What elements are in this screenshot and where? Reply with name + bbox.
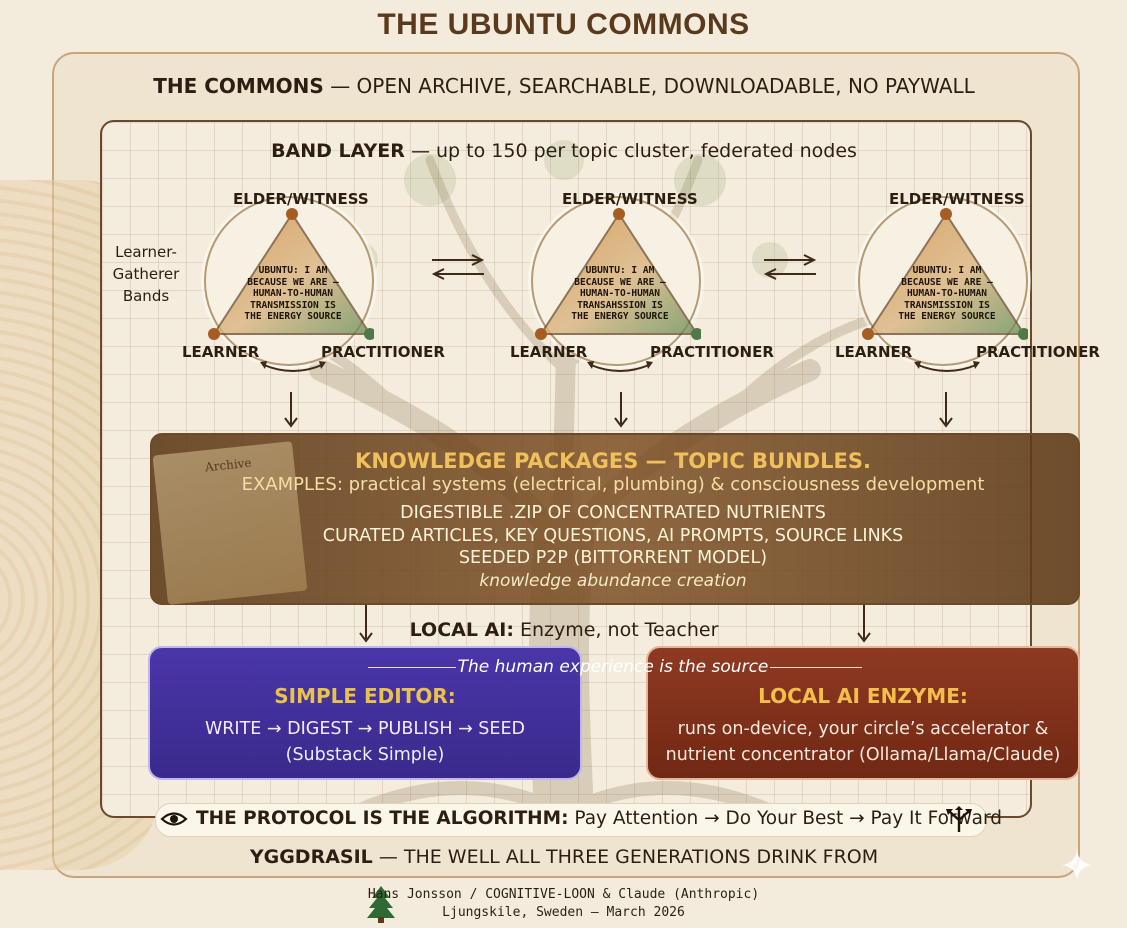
tagline-text: The human experience is the source: [457, 657, 769, 677]
yggdrasil-description: YGGDRASIL — THE WELL ALL THREE GENERATIO…: [52, 846, 1076, 868]
principle-line: TRANSMISSION IS: [904, 299, 990, 311]
examples-label: EXAMPLES:: [241, 474, 343, 495]
practitioner-label: PRACTITIONER: [321, 343, 445, 361]
credits-authors: Hans Jonsson / COGNITIVE-LOON & Claude (…: [367, 887, 760, 902]
knowledge-examples: EXAMPLES: practical systems (electrical,…: [150, 474, 1076, 495]
pine-tree-icon: [367, 886, 395, 923]
side-label-line: Bands: [122, 287, 170, 305]
protocol-text: THE PROTOCOL IS THE ALGORITHM: Pay Atten…: [196, 808, 1002, 829]
principle-line: HUMAN-TO-HUMAN: [579, 288, 661, 299]
principle-line: BECAUSE WE ARE –: [901, 276, 993, 288]
local-ai-description: LOCAL AI: Enzyme, not Teacher: [100, 619, 1028, 641]
learner-node: [862, 328, 874, 340]
principle-line: UBUNTU: I AM: [585, 265, 655, 276]
knowledge-line-curated: CURATED ARTICLES, KEY QUESTIONS, AI PROM…: [322, 526, 904, 546]
knowledge-line-seeded: SEEDED P2P (BITTORRENT MODEL): [458, 548, 768, 568]
band-layer-heading: BAND LAYER: [271, 140, 405, 162]
principle-line: HUMAN-TO-HUMAN: [906, 288, 988, 299]
credits-place-date: Ljungskile, Sweden — March 2026: [442, 905, 685, 920]
roles-triangle: [862, 208, 1028, 340]
ubuntu-principle-text: UBUNTU: I AM BECAUSE WE ARE – HUMAN-TO-H…: [233, 265, 353, 323]
down-arrow-icon: [284, 392, 298, 428]
roles-triangle: [208, 208, 374, 340]
learner-gatherer-label: Learner- Gatherer Bands: [106, 241, 186, 307]
principle-line: HUMAN-TO-HUMAN: [252, 288, 334, 299]
elder-node: [613, 208, 625, 220]
tagline-rule: [368, 667, 456, 668]
knowledge-packages-title: KNOWLEDGE PACKAGES — TOPIC BUNDLES.: [355, 449, 871, 473]
principle-line: THE ENERGY SOURCE: [571, 311, 669, 322]
principle-line: BECAUSE WE ARE –: [247, 276, 339, 288]
learner-label: LEARNER: [182, 343, 260, 361]
elder-node: [286, 208, 298, 220]
federation-arrows-icon: [763, 254, 817, 280]
local-ai-enzyme-title: LOCAL AI ENZYME:: [758, 684, 968, 708]
credits: Hans Jonsson / COGNITIVE-LOON & Claude (…: [0, 886, 1127, 922]
local-ai-heading: LOCAL AI:: [409, 619, 514, 641]
knowledge-line-abundance: knowledge abundance creation: [479, 571, 747, 591]
tagline: The human experience is the source: [150, 657, 1076, 677]
yggdrasil-heading: YGGDRASIL: [249, 846, 373, 868]
elder-witness-label: ELDER/WITNESS: [233, 190, 369, 208]
exchange-arrows-icon: [914, 361, 980, 372]
down-arrow-icon: [359, 605, 373, 643]
exchange-arrows-icon: [587, 361, 653, 372]
exchange-arrows-icon: [260, 361, 326, 372]
practitioner-node: [1018, 328, 1028, 340]
principle-line: THE ENERGY SOURCE: [898, 311, 996, 322]
simple-editor-flow: WRITE → DIGEST → PUBLISH → SEED: [204, 719, 526, 739]
examples-text: practical systems (electrical, plumbing)…: [348, 474, 985, 495]
local-ai-enzyme-line2: nutrient concentrator (Ollama/Llama/Clau…: [665, 745, 1061, 765]
learner-node: [208, 328, 220, 340]
ubuntu-principle-text: UBUNTU: I AM BECAUSE WE ARE – HUMAN-TO-H…: [887, 265, 1007, 323]
down-arrow-icon: [614, 392, 628, 428]
elder-witness-label: ELDER/WITNESS: [562, 190, 698, 208]
simple-editor-subtitle: (Substack Simple): [285, 745, 445, 765]
knowledge-line-zip: DIGESTIBLE .ZIP OF CONCENTRATED NUTRIENT…: [400, 503, 826, 523]
simple-editor-panel: SIMPLE EDITOR: WRITE → DIGEST → PUBLISH …: [148, 646, 582, 780]
principle-line: THE ENERGY SOURCE: [244, 311, 342, 322]
principle-line: UBUNTU: I AM: [912, 265, 982, 276]
side-label-line: Gatherer: [112, 265, 180, 283]
commons-text: — OPEN ARCHIVE, SEARCHABLE, DOWNLOADABLE…: [330, 74, 975, 98]
local-ai-text: Enzyme, not Teacher: [519, 619, 719, 641]
roles-triangle: [535, 208, 701, 340]
practitioner-node: [364, 328, 374, 340]
branching-arrows-icon: [946, 806, 972, 832]
elder-node: [940, 208, 952, 220]
elder-witness-label: ELDER/WITNESS: [889, 190, 1025, 208]
federation-arrows-icon: [431, 254, 485, 280]
learner-label: LEARNER: [835, 343, 913, 361]
sparkle-icon: [1062, 850, 1092, 880]
protocol-pill: [155, 803, 987, 837]
eye-icon: [160, 812, 188, 826]
protocol-heading: THE PROTOCOL IS THE ALGORITHM:: [196, 808, 569, 829]
principle-line: BECAUSE WE ARE –: [574, 276, 666, 288]
principle-line: TRANSAHSSION IS: [577, 299, 663, 311]
simple-editor-title: SIMPLE EDITOR:: [274, 684, 456, 708]
tagline-rule: [770, 667, 862, 668]
learner-node: [535, 328, 547, 340]
commons-heading: THE COMMONS: [153, 74, 324, 98]
ubuntu-principle-text: UBUNTU: I AM BECAUSE WE ARE – HUMAN-TO-H…: [560, 265, 680, 323]
protocol-steps: Pay Attention → Do Your Best → Pay It Fo…: [574, 808, 1003, 829]
learner-label: LEARNER: [510, 343, 588, 361]
down-arrow-icon: [939, 392, 953, 428]
principle-line: TRANSMISSION IS: [250, 299, 336, 311]
commons-description: THE COMMONS — OPEN ARCHIVE, SEARCHABLE, …: [52, 74, 1076, 98]
practitioner-label: PRACTITIONER: [976, 343, 1100, 361]
practitioner-label: PRACTITIONER: [650, 343, 774, 361]
local-ai-enzyme-panel: LOCAL AI ENZYME: runs on-device, your ci…: [646, 646, 1080, 780]
yggdrasil-text: — THE WELL ALL THREE GENERATIONS DRINK F…: [378, 846, 879, 868]
down-arrow-icon: [857, 605, 871, 643]
band-layer-description: BAND LAYER — up to 150 per topic cluster…: [100, 140, 1028, 162]
principle-line: UBUNTU: I AM: [258, 265, 328, 276]
band-layer-text: — up to 150 per topic cluster, federated…: [410, 140, 857, 162]
page-title: THE UBUNTU COMMONS: [377, 8, 750, 41]
practitioner-node: [691, 328, 701, 340]
side-label-line: Learner-: [115, 243, 177, 261]
local-ai-enzyme-line1: runs on-device, your circle’s accelerato…: [677, 719, 1049, 739]
